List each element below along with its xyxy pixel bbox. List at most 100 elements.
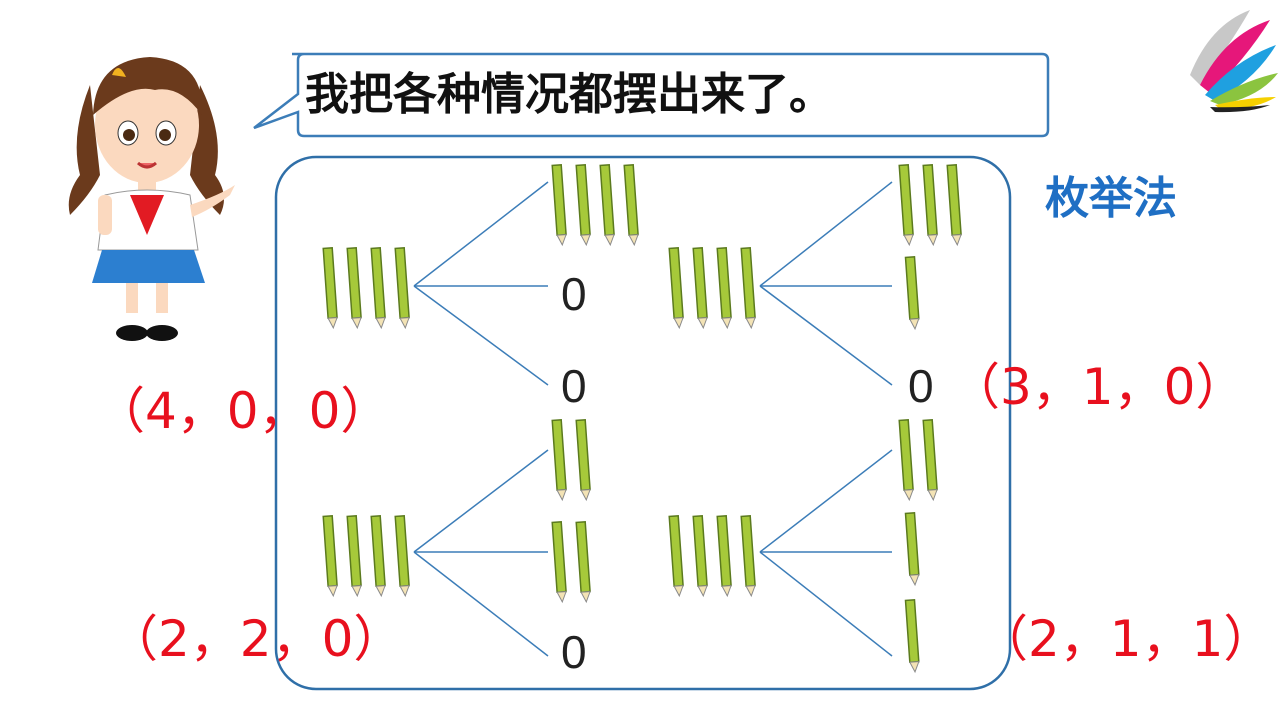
pencil-body xyxy=(322,514,338,588)
pencil-tip xyxy=(375,585,386,598)
pencil-body xyxy=(946,163,962,237)
g1-branch-zero-2: 0 xyxy=(561,268,587,320)
pencil-body xyxy=(668,514,684,588)
method-label: 枚举法 xyxy=(1045,173,1177,224)
g2-branch-1-pencil-3 xyxy=(946,163,962,247)
pencil-tip xyxy=(697,317,708,330)
g3-branch-2-pencil-2 xyxy=(575,520,591,604)
pencil-body xyxy=(898,418,914,492)
g2-branch-line-1 xyxy=(759,181,893,287)
pencil-body xyxy=(692,514,708,588)
pencil-tip xyxy=(927,234,938,247)
pencil-body xyxy=(922,163,938,237)
g1-branch-line-3 xyxy=(413,285,549,386)
g4-branch-3-pencil-1 xyxy=(904,598,920,674)
g2-branch-1-pencil-1 xyxy=(898,163,914,247)
pencil-tip xyxy=(903,489,914,502)
g1-branch-1-pencil-2 xyxy=(575,163,591,247)
g2-branch-2-pencil-1 xyxy=(904,255,920,331)
g2-branch-line-3 xyxy=(759,285,893,386)
g4-branch-line-3 xyxy=(759,551,893,657)
g4-root-pencil-3 xyxy=(716,514,732,598)
g1-root-pencil-2 xyxy=(346,246,362,330)
g1-branch-1-pencil-3 xyxy=(599,163,615,247)
pencil-body xyxy=(904,511,920,577)
pencil-body xyxy=(394,246,410,320)
pencil-tip xyxy=(951,234,962,247)
g1-branch-1-pencil-1 xyxy=(551,163,567,247)
pencil-body xyxy=(370,514,386,588)
pencil-tip xyxy=(556,489,567,502)
pencil-tip xyxy=(580,591,591,604)
pencil-body xyxy=(346,514,362,588)
pencil-tip xyxy=(604,234,615,247)
pencil-body xyxy=(740,514,756,588)
pencil-body xyxy=(904,598,920,664)
g4-root-pencil-2 xyxy=(692,514,708,598)
g3-branch-line-1 xyxy=(413,449,549,553)
pencil-body xyxy=(575,163,591,237)
g2-branch-zero-3: 0 xyxy=(908,360,934,412)
g2-root-pencil-4 xyxy=(740,246,756,330)
g2-root-pencil-1 xyxy=(668,246,684,330)
speech-text: 我把各种情况都摆出来了。 xyxy=(305,69,833,120)
g4-branch-2-pencil-1 xyxy=(904,511,920,587)
result-g2: （3，1，0） xyxy=(950,358,1246,416)
g4-branch-line-1 xyxy=(759,449,893,553)
pencil-tip xyxy=(327,317,338,330)
g1-branch-zero-3: 0 xyxy=(561,360,587,412)
g3-branch-1-pencil-2 xyxy=(575,418,591,502)
pencil-tip xyxy=(673,317,684,330)
g4-root-pencil-4 xyxy=(740,514,756,598)
pencil-tip xyxy=(399,585,410,598)
g2-branch-1-pencil-2 xyxy=(922,163,938,247)
pencil-body xyxy=(716,246,732,320)
g3-branch-line-3 xyxy=(413,551,549,657)
pencil-body xyxy=(551,520,567,594)
pencil-tip xyxy=(556,591,567,604)
pencil-body xyxy=(904,255,920,321)
pencil-tip xyxy=(399,317,410,330)
pencil-body xyxy=(575,520,591,594)
pencil-tip xyxy=(909,661,920,674)
result-g4: （2，1，1） xyxy=(978,610,1274,668)
g4-root-pencil-1 xyxy=(668,514,684,598)
result-g3: （2，2，0） xyxy=(108,610,404,668)
pencil-tip xyxy=(351,317,362,330)
pencil-tip xyxy=(909,574,920,587)
speech-bubble xyxy=(253,52,1050,138)
brush-logo-icon xyxy=(1190,10,1278,113)
pencil-tip xyxy=(909,318,920,331)
g3-branch-1-pencil-1 xyxy=(551,418,567,502)
pencil-body xyxy=(692,246,708,320)
pencil-body xyxy=(668,246,684,320)
g1-root-pencil-3 xyxy=(370,246,386,330)
pencil-body xyxy=(575,418,591,492)
g1-branch-1-pencil-4 xyxy=(623,163,639,247)
pencil-body xyxy=(740,246,756,320)
pencil-tip xyxy=(580,489,591,502)
pencil-body xyxy=(551,418,567,492)
pencil-body xyxy=(322,246,338,320)
g1-root-pencil-1 xyxy=(322,246,338,330)
pencil-body xyxy=(346,246,362,320)
g1-branch-line-1 xyxy=(413,181,549,287)
g3-root-pencil-1 xyxy=(322,514,338,598)
pencil-body xyxy=(716,514,732,588)
pencil-tip xyxy=(721,317,732,330)
g1-root-pencil-4 xyxy=(394,246,410,330)
g3-root-pencil-2 xyxy=(346,514,362,598)
g3-root-pencil-4 xyxy=(394,514,410,598)
girl-illustration xyxy=(68,57,235,341)
pencil-tip xyxy=(927,489,938,502)
diagram-frame xyxy=(274,155,1012,691)
pencil-tip xyxy=(673,585,684,598)
pencil-body xyxy=(551,163,567,237)
pencil-body xyxy=(623,163,639,237)
g3-root-pencil-3 xyxy=(370,514,386,598)
g3-branch-2-pencil-1 xyxy=(551,520,567,604)
pencil-tip xyxy=(745,317,756,330)
pencil-tip xyxy=(556,234,567,247)
pencil-tip xyxy=(580,234,591,247)
pencil-body xyxy=(599,163,615,237)
